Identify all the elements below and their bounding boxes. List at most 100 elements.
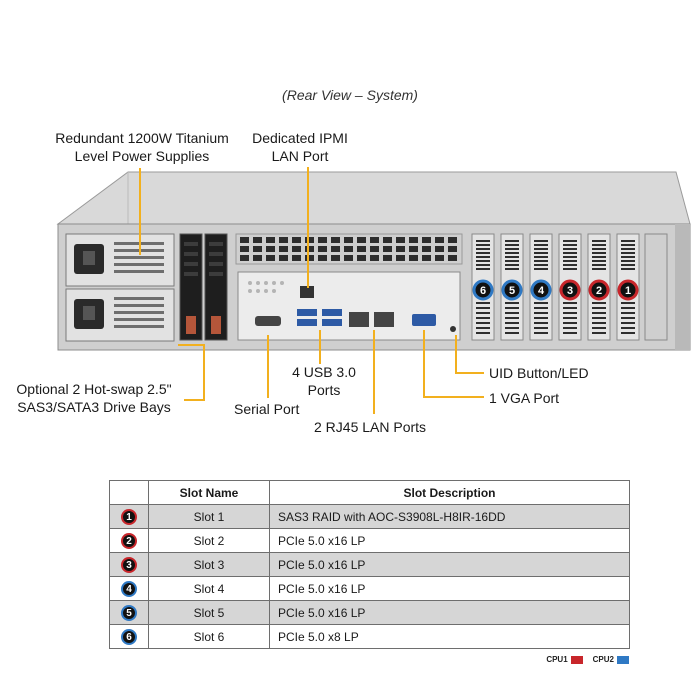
slot-name-cell: Slot 2: [148, 528, 270, 553]
vent-hole: [344, 237, 353, 243]
slot-badge: 6: [472, 279, 494, 301]
vent-hole: [318, 237, 327, 243]
slot-number-badge: 3: [121, 556, 137, 573]
slot-badge-number: 1: [625, 285, 631, 297]
slot-number-badge: 4: [121, 580, 137, 597]
vent-hole: [422, 237, 431, 243]
ipmi-lan-port: [300, 286, 314, 298]
vent-hole: [435, 237, 444, 243]
vent-hole: [396, 246, 405, 252]
vent-hole: [409, 255, 418, 261]
hot-swap-drive-bays: [179, 233, 228, 341]
rj45-port-1: [349, 312, 369, 327]
power-supply-1: [65, 233, 175, 287]
legend-cpu1-label: CPU1: [546, 655, 568, 664]
vent-hole: [292, 246, 301, 252]
vent-hole: [409, 246, 418, 252]
ipmi-callout-label: Dedicated IPMI LAN Port: [240, 129, 360, 165]
slot-description-cell: PCIe 5.0 x16 LP: [269, 600, 630, 625]
vent-hole: [318, 246, 327, 252]
psu-callout-line1: Redundant 1200W Titanium: [55, 130, 229, 146]
usb-callout-line2: Ports: [307, 382, 341, 398]
uid-callout-label: UID Button/LED: [489, 365, 589, 381]
vent-hole: [396, 237, 405, 243]
vent-hole: [448, 255, 457, 261]
header-slot-name: Slot Name: [148, 480, 270, 505]
vent-hole: [266, 246, 275, 252]
vent-hole: [396, 255, 405, 261]
slot-badge-number: 2: [596, 285, 602, 297]
header-number: [109, 480, 149, 505]
drive-bays-callout-line2: SAS3/SATA3 Drive Bays: [17, 399, 171, 415]
drive-bays-callout-line1: Optional 2 Hot-swap 2.5": [16, 381, 172, 397]
slot-description-cell: PCIe 5.0 x16 LP: [269, 576, 630, 601]
vent-hole: [422, 246, 431, 252]
rj45-port-2: [374, 312, 394, 327]
vent-hole: [292, 255, 301, 261]
vga-port: [412, 314, 436, 326]
chassis-top-cover: [56, 171, 691, 225]
vent-hole: [435, 246, 444, 252]
slot-number-badge: 6: [121, 628, 137, 645]
vent-hole: [331, 237, 340, 243]
slot-description-cell: PCIe 5.0 x16 LP: [269, 528, 630, 553]
vent-hole: [448, 246, 457, 252]
slot-name-cell: Slot 5: [148, 600, 270, 625]
slot-number-badge: 5: [121, 604, 137, 621]
vent-hole: [279, 255, 288, 261]
vent-hole: [344, 246, 353, 252]
vent-hole: [279, 237, 288, 243]
vent-hole: [383, 237, 392, 243]
chassis-side-edge: [675, 224, 690, 350]
slot-number-cell: 3: [109, 552, 149, 577]
vent-hole: [253, 246, 262, 252]
slot-table-header: Slot Name Slot Description: [109, 480, 630, 505]
slot-badge-number: 3: [567, 285, 573, 297]
usb-callout-line1: 4 USB 3.0: [292, 364, 356, 380]
vent-hole: [370, 246, 379, 252]
vent-hole: [370, 255, 379, 261]
vent-hole: [305, 246, 314, 252]
slot-badge: 5: [501, 279, 523, 301]
header-slot-description: Slot Description: [269, 480, 630, 505]
ipmi-callout-line2: LAN Port: [271, 148, 329, 164]
slot-name-cell: Slot 6: [148, 624, 270, 649]
slot-description-cell: PCIe 5.0 x16 LP: [269, 552, 630, 577]
slot-badge-number: 4: [538, 285, 545, 297]
ipmi-callout-line1: Dedicated IPMI: [252, 130, 348, 146]
rj45-callout-label: 2 RJ45 LAN Ports: [314, 419, 427, 435]
slot-number-cell: 4: [109, 576, 149, 601]
vent-hole: [292, 237, 301, 243]
vent-hole: [266, 237, 275, 243]
vent-hole: [253, 255, 262, 261]
usb-callout-label: 4 USB 3.0 Ports: [280, 363, 368, 399]
usb-ports: [297, 309, 342, 326]
slot-badge: 2: [588, 279, 610, 301]
legend-cpu1-swatch: [570, 655, 583, 664]
vent-panel-right: [644, 233, 668, 341]
slot-description-cell: SAS3 RAID with AOC-S3908L-H8IR-16DD: [269, 504, 630, 529]
slot-number-cell: 6: [109, 624, 149, 649]
slot-number-cell: 1: [109, 504, 149, 529]
slot-number-cell: 2: [109, 528, 149, 553]
vent-hole: [279, 246, 288, 252]
drive-bays-callout-line: [178, 344, 205, 401]
cpu-legend: CPU1 CPU2: [546, 655, 629, 664]
psu-callout-line2: Level Power Supplies: [74, 148, 210, 164]
slot-number-badge: 2: [121, 532, 137, 549]
slot-number-badge: 1: [121, 508, 137, 525]
drive-bays-callout-label: Optional 2 Hot-swap 2.5" SAS3/SATA3 Driv…: [4, 380, 184, 416]
vent-hole: [422, 255, 431, 261]
uid-button: [450, 326, 456, 332]
vent-hole: [240, 255, 249, 261]
slot-badge: 1: [617, 279, 639, 301]
vent-hole: [344, 255, 353, 261]
vent-hole: [266, 255, 275, 261]
psu-callout-label: Redundant 1200W Titanium Level Power Sup…: [44, 129, 240, 165]
